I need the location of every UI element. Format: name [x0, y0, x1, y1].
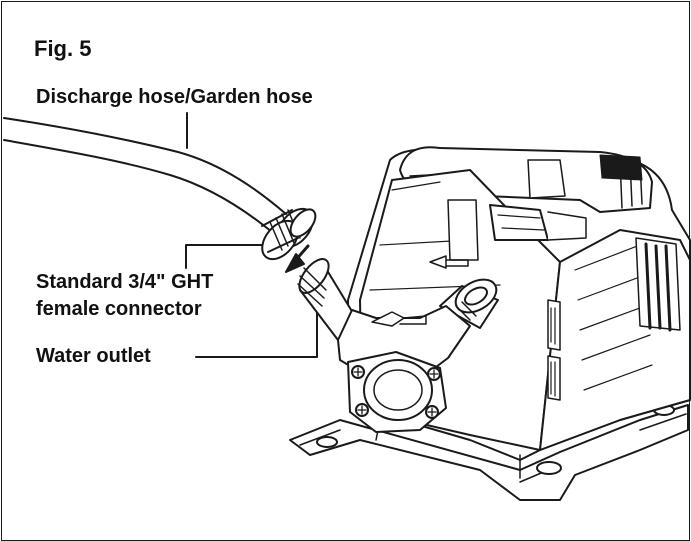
connector-leader-line [185, 244, 277, 269]
hose-label: Discharge hose/Garden hose [36, 86, 313, 108]
garden-hose [3, 117, 287, 233]
hose-coupling [261, 207, 317, 261]
connector-label-line2: female connector [36, 298, 202, 320]
pump-head [297, 258, 499, 433]
connection-arrow [285, 244, 310, 273]
figure-title: Fig. 5 [34, 36, 92, 61]
outlet-label: Water outlet [36, 345, 151, 367]
pump-illustration [3, 112, 691, 501]
cover-screws [351, 365, 441, 419]
leader-lines [185, 112, 318, 358]
connector-label-line1: Standard 3/4" GHT [36, 271, 214, 293]
outlet-leader-line [195, 312, 318, 358]
